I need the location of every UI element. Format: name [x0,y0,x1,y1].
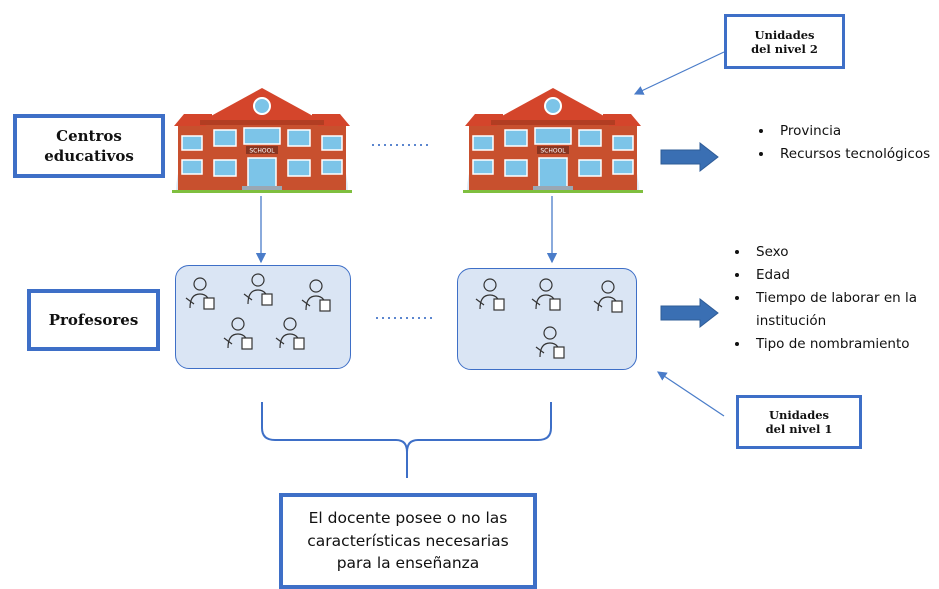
level2-variable-list: Provincia Recursos tecnológicos [752,120,939,166]
centros-educativos-label: Centros educativos [13,114,165,178]
outcome-box: El docente posee o no las característica… [279,493,537,589]
list-item: Recursos tecnológicos [774,143,939,166]
list-item: Sexo [750,241,939,264]
outcome-text: El docente posee o no las característica… [307,509,509,573]
profesores-text: Profesores [48,311,139,329]
unidades-nivel-2-box: Unidades del nivel 2 [724,14,845,69]
svg-text:SCHOOL: SCHOOL [249,148,275,155]
level1-variable-list: Sexo Edad Tiempo de laborar en la instit… [728,241,939,356]
list-item: Provincia [774,120,939,143]
list-item: Tiempo de laborar en la institución [750,287,939,333]
unidades-nivel-1-text: Unidades del nivel 1 [765,408,833,436]
school-illustration-1: SCHOOL [172,82,352,194]
teacher-icons-2 [475,278,623,359]
list-item: Edad [750,264,939,287]
unidades-nivel-1-box: Unidades del nivel 1 [736,395,862,449]
teacher-group-1 [175,265,351,369]
pointer-level1 [657,371,725,417]
block-arrow-schools [660,141,719,173]
unidades-nivel-2-text: Unidades del nivel 2 [751,27,818,56]
profesores-label: Profesores [27,289,160,351]
teacher-icons-1 [185,273,331,350]
pointer-level2 [633,51,725,95]
teacher-group-2 [457,268,637,370]
curly-brace [261,402,552,478]
svg-text:SCHOOL: SCHOOL [540,148,566,155]
list-item: Tipo de nombramiento [750,333,939,356]
school-illustration-2: SCHOOL [463,82,643,194]
block-arrow-teachers [660,297,719,329]
centros-educativos-text: Centros educativos [44,127,134,165]
